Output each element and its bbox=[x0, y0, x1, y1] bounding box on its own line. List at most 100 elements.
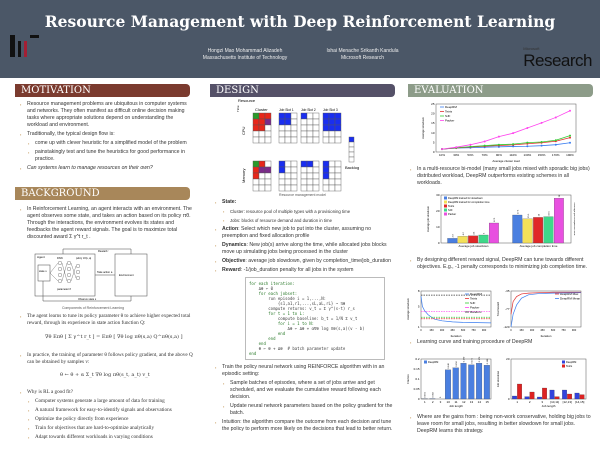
slot2-cpu-cell bbox=[312, 124, 320, 132]
cluster-memory-cell bbox=[252, 178, 260, 186]
motivation-header: MOTIVATION bbox=[15, 84, 190, 97]
legend-label: Tetris bbox=[448, 204, 455, 208]
plot-frame bbox=[510, 358, 587, 400]
slot2-memory-cell bbox=[300, 172, 308, 180]
y-tick-label: 20 bbox=[506, 357, 510, 361]
eval-text-4: Where are the gains from : being non-wor… bbox=[410, 414, 595, 437]
backlog-cell bbox=[348, 151, 355, 158]
bar-value-label: 0.171 bbox=[471, 358, 473, 364]
y-tick-label: -77 bbox=[505, 307, 510, 311]
bar-value-label: 16 bbox=[538, 213, 540, 216]
plot-frame bbox=[440, 194, 572, 244]
code-line: end bbox=[249, 331, 286, 336]
y-tick-label: 8 bbox=[418, 289, 420, 293]
x-axis-label: Job length bbox=[449, 404, 463, 408]
cluster-cpu-cell bbox=[252, 136, 260, 144]
bar bbox=[549, 389, 555, 400]
evaluation-header: EVALUATION bbox=[408, 84, 593, 97]
cluster-cpu-cell bbox=[258, 130, 266, 138]
cluster-memory-cell bbox=[252, 166, 260, 174]
bar bbox=[452, 367, 459, 400]
data-point bbox=[483, 140, 486, 143]
cluster-memory-cell bbox=[258, 184, 266, 192]
legend-label: DeepRM bbox=[470, 292, 482, 296]
slot1-cpu-cell bbox=[290, 130, 298, 138]
series-line-deeprm bbox=[420, 296, 492, 324]
state-heading: State: bbox=[222, 199, 237, 205]
slot2-cpu-cell bbox=[306, 136, 314, 144]
slot1-cpu-cell bbox=[284, 112, 292, 120]
bar bbox=[478, 234, 489, 244]
y-tick-label: 0.1 bbox=[415, 377, 420, 381]
bar-value-label: 0.001 bbox=[425, 392, 427, 398]
slot2-cpu-cell bbox=[312, 118, 320, 126]
bar-value-label: 28 bbox=[559, 194, 561, 197]
slot2-memory-cell bbox=[312, 172, 320, 180]
x-tick-label: 0 bbox=[420, 328, 422, 332]
poster-header: Resource Management with Deep Reinforcem… bbox=[0, 0, 600, 78]
data-point bbox=[441, 148, 443, 151]
slot3-cpu-cell bbox=[322, 118, 330, 126]
slot3-cpu-cell bbox=[322, 112, 330, 120]
slot2-memory-cell bbox=[312, 178, 320, 186]
bar-value-label: 0.179 bbox=[464, 356, 466, 362]
x-axis-label: Iteration bbox=[451, 334, 462, 338]
slot2-cpu-cell bbox=[300, 118, 308, 126]
bar bbox=[542, 387, 547, 400]
slot2-memory-cell bbox=[300, 160, 308, 168]
bar-value-label: 0.179 bbox=[479, 356, 481, 362]
state-item: Jobs: blocks of resource demand and dura… bbox=[223, 217, 395, 224]
cluster-cpu-cell bbox=[258, 112, 266, 120]
bar-value-label: 0 bbox=[440, 396, 442, 398]
data-point bbox=[526, 127, 529, 129]
bar bbox=[447, 238, 458, 244]
y-tick-label: 5 bbox=[433, 140, 435, 144]
y-tick-label: 5 bbox=[418, 304, 420, 308]
slot1-cpu-cell bbox=[278, 124, 286, 132]
background-header: BACKGROUND bbox=[15, 187, 190, 200]
cluster-memory-cell bbox=[264, 184, 272, 192]
slot2-cpu-cell bbox=[300, 130, 308, 138]
y-tick-label: 0 bbox=[433, 150, 435, 154]
series-line-deeprm-max bbox=[510, 291, 581, 315]
x-tick-label: [12,13] bbox=[563, 400, 572, 404]
cluster-memory-cell bbox=[252, 184, 260, 192]
series-line-deeprm bbox=[441, 142, 571, 150]
bar-value-label: 15.1 bbox=[528, 213, 530, 218]
bar bbox=[512, 214, 523, 244]
slot2-cpu-cell bbox=[306, 118, 314, 126]
series-line-packer bbox=[441, 110, 571, 150]
slot3-memory-cell bbox=[328, 172, 336, 180]
bar-value-label: 4.5 bbox=[473, 231, 475, 235]
bar bbox=[543, 216, 554, 244]
x-tick-label: 0 bbox=[510, 328, 512, 332]
x-tick-label: 300 bbox=[530, 328, 535, 332]
slot2-cpu-cell bbox=[300, 124, 308, 132]
diagram-dnn-label: DNN bbox=[57, 256, 63, 260]
x-axis-label: Iteration bbox=[541, 334, 552, 338]
data-point bbox=[526, 141, 529, 144]
slot3-cpu-cell bbox=[334, 136, 342, 144]
slot3-memory-cell bbox=[322, 172, 330, 180]
slot1-cpu-cell bbox=[278, 136, 286, 144]
bar bbox=[476, 363, 483, 400]
slot3-cpu-cell bbox=[328, 130, 336, 138]
legend-label: SJF bbox=[470, 301, 476, 305]
legend-swatch bbox=[444, 212, 447, 216]
legend-label: Packer bbox=[470, 306, 479, 310]
cluster-cpu-cell bbox=[252, 130, 260, 138]
slot3-cpu-cell bbox=[328, 124, 336, 132]
legend-label: SJF bbox=[445, 114, 451, 118]
slot1-cpu-cell bbox=[284, 136, 292, 144]
bar bbox=[488, 222, 499, 244]
bar-value-label: 12.5 bbox=[494, 217, 496, 222]
slot3-memory-cell bbox=[334, 178, 342, 186]
bar bbox=[512, 395, 517, 400]
legend-label: DeepRM Mean bbox=[560, 297, 581, 301]
legend-label: Tetris bbox=[470, 297, 478, 301]
slot2-memory-cell bbox=[312, 160, 320, 168]
bar bbox=[457, 236, 468, 244]
